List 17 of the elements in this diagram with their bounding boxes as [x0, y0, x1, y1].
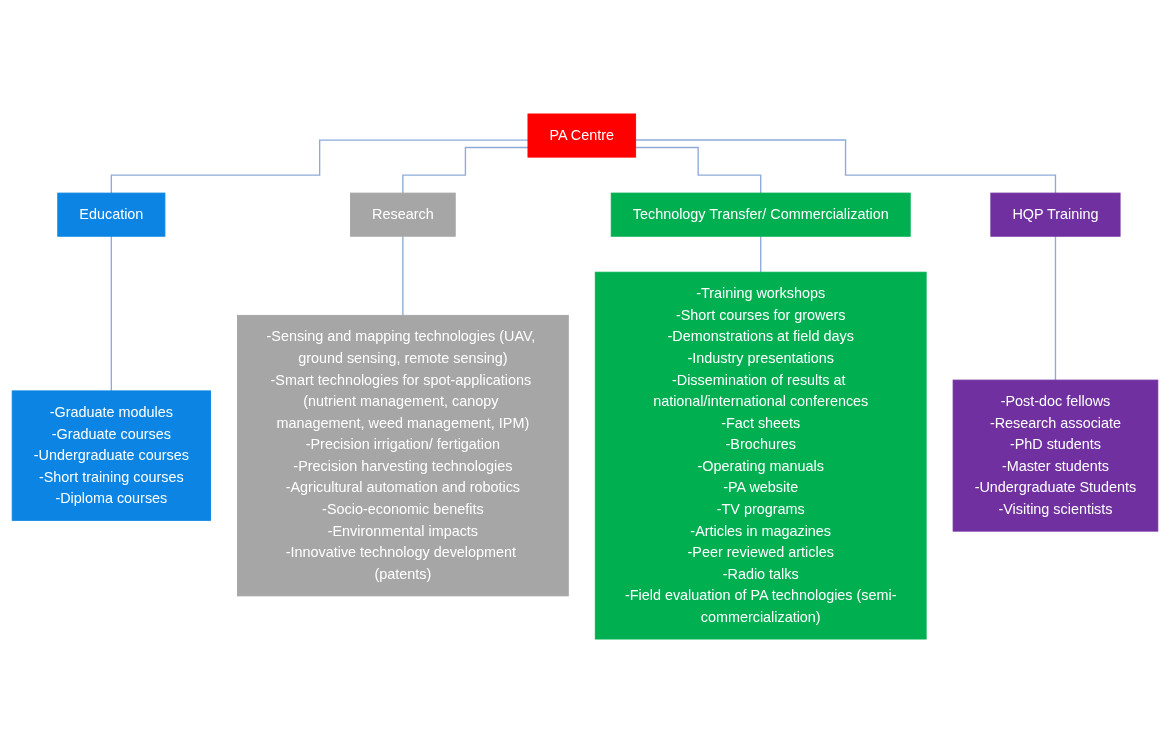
connector — [760, 235, 762, 273]
node-box: Research — [350, 192, 456, 237]
node-box: Technology Transfer/ Commercialization — [610, 192, 911, 237]
connector — [1054, 235, 1057, 381]
node-box: -Sensing and mapping technologies (UAV, ground sensing, remote sensing) -Smart technologies for spot-applications (nutrient management, canopy management, weed management, IPM) -Precision irrigation/ fertigation -Precision harvesting technologies -Agricultural automation and robotics -Socio-economic benefits -Environmental impacts -Innovative technology development (patents) — [237, 314, 569, 597]
node-box: HQP Training — [990, 192, 1121, 237]
connector — [634, 146, 762, 194]
connector — [634, 139, 1057, 194]
connector — [402, 146, 529, 194]
node-box: -Graduate modules -Graduate courses -Undergraduate courses -Short training courses -Diploma courses — [11, 390, 211, 521]
node-box: PA Centre — [527, 113, 637, 158]
connector — [110, 139, 529, 194]
node-box: -Post-doc fellows -Research associate -PhD students -Master students -Undergraduate Students -Visiting scientists — [952, 379, 1159, 532]
node-box: -Training workshops -Short courses for growers -Demonstrations at field days -Industry presentations -Dissemination of results at national/international conferences -Fact sheets -Brochures -Operating manuals -PA website -TV programs -Articles in magazines -Peer reviewed articles -Radio talks -Field evaluation of PA technologies (semi-commercialization) — [594, 271, 927, 640]
connector — [110, 235, 112, 392]
node-box: Education — [57, 192, 166, 237]
connector — [402, 235, 404, 317]
